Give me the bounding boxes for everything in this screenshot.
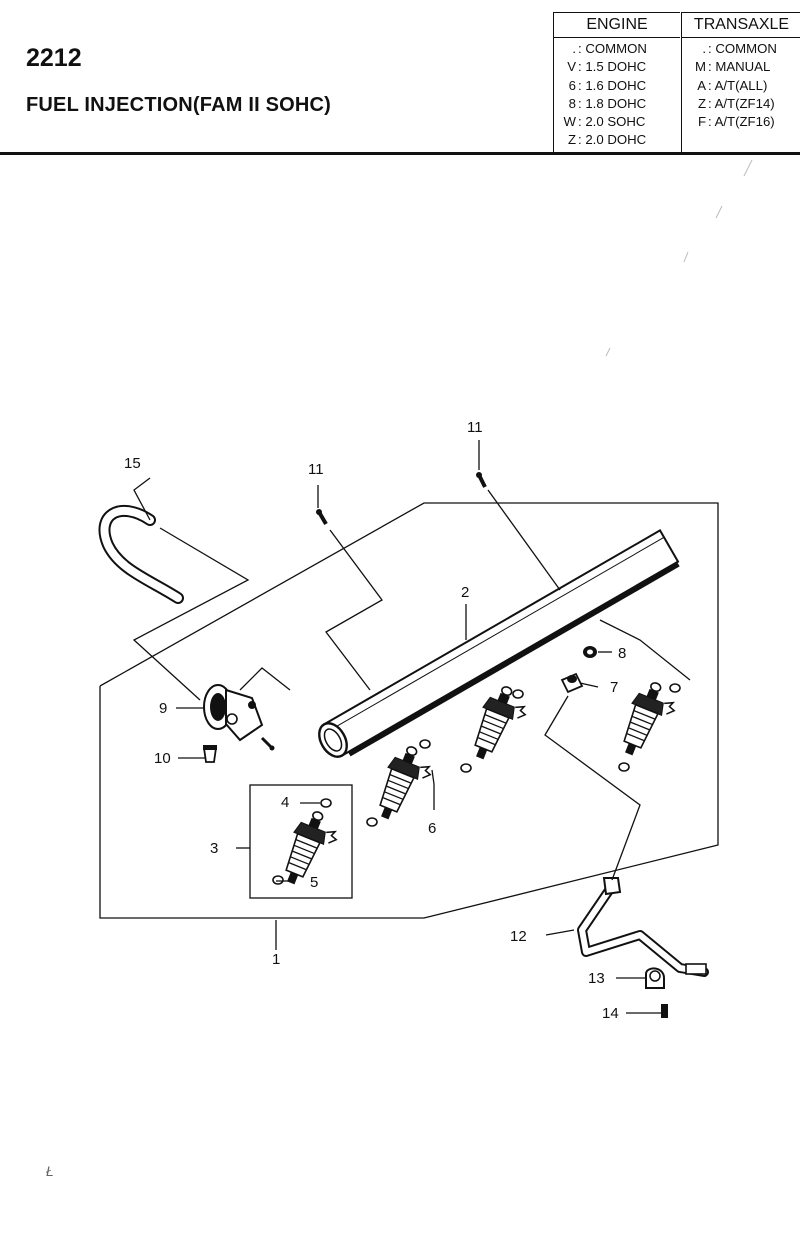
- page-header: 2212 FUEL INJECTION(FAM II SOHC) ENGINE …: [0, 0, 800, 156]
- pressure-regulator: [203, 684, 275, 751]
- seal-8: [583, 646, 597, 658]
- callout-9: 9: [159, 700, 167, 717]
- leader-lines: [132, 440, 691, 1014]
- engine-legend-row: Z: 2.0 DOHC: [567, 132, 647, 148]
- callout-11-right: 11: [467, 419, 483, 436]
- callout-3: 3: [210, 840, 218, 857]
- section-code: 2212: [26, 44, 82, 72]
- transaxle-legend-row: M: MANUAL: [695, 59, 771, 75]
- o-rings: [272, 683, 681, 885]
- callout-12: 12: [510, 928, 527, 945]
- callout-6: 6: [428, 820, 436, 837]
- bolt-14: [661, 1004, 668, 1018]
- bolt-11-right: [476, 472, 487, 488]
- exploded-parts-diagram: 15 11 11 2 8 7 9 10 4 6 3 5 12 1 13 14: [98, 159, 753, 1022]
- callout-5: 5: [310, 874, 318, 891]
- callout-4: 4: [281, 794, 289, 811]
- page-title: FUEL INJECTION(FAM II SOHC): [26, 94, 332, 116]
- callout-10: 10: [154, 750, 171, 767]
- transaxle-legend-row: .: COMMON: [702, 41, 777, 56]
- header-rule: [0, 152, 800, 155]
- callout-7: 7: [610, 679, 618, 696]
- scan-mark: Ł: [46, 1163, 54, 1179]
- engine-legend-title: ENGINE: [554, 13, 680, 38]
- engine-legend-row: 8: 1.8 DOHC: [568, 95, 647, 111]
- callout-11-left: 11: [308, 461, 324, 478]
- nut-7: [560, 672, 584, 694]
- engine-legend: ENGINE .: COMMON V: 1.5 DOHC 6: 1.6 DOHC…: [553, 12, 680, 153]
- fuel-injector: [369, 740, 439, 829]
- engine-legend-row: 6: 1.6 DOHC: [568, 77, 647, 93]
- scan-speckle: [605, 159, 753, 357]
- bolt-11-left: [316, 509, 328, 526]
- injector-detail-box: [249, 784, 353, 899]
- callout-13: 13: [588, 970, 605, 987]
- transaxle-legend-row: A: A/T(ALL): [697, 77, 768, 93]
- fuel-rail: [318, 529, 680, 758]
- callout-14: 14: [602, 1005, 619, 1022]
- callout-8: 8: [618, 645, 626, 662]
- callout-1: 1: [272, 951, 280, 968]
- transaxle-legend: TRANSAXLE .: COMMON M: MANUAL A: A/T(ALL…: [681, 12, 800, 153]
- engine-legend-row: V: 1.5 DOHC: [567, 59, 647, 75]
- transaxle-legend-row: F: A/T(ZF16): [697, 114, 775, 130]
- engine-legend-row: W: 2.0 SOHC: [563, 114, 646, 130]
- callout-15: 15: [124, 455, 141, 472]
- transaxle-legend-title: TRANSAXLE: [682, 13, 800, 38]
- engine-legend-row: .: COMMON: [572, 41, 647, 56]
- callout-2: 2: [461, 584, 469, 601]
- transaxle-legend-row: Z: A/T(ZF14): [697, 95, 775, 111]
- assembly-outline: [99, 502, 719, 919]
- bolt-10: [202, 745, 218, 763]
- pipe-clamp: [645, 967, 665, 989]
